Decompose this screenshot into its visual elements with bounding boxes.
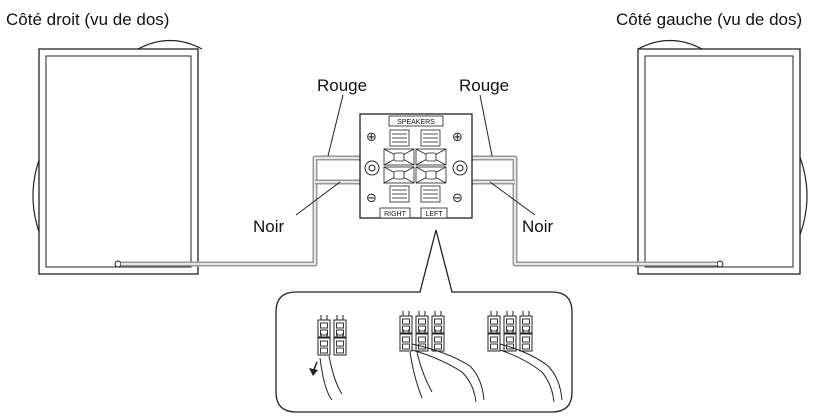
right-channel-label: RIGHT <box>384 211 407 218</box>
left-speaker <box>637 40 808 275</box>
minus-symbol-right: ⊖ <box>452 190 463 205</box>
noir-label-right: Noir <box>522 217 554 236</box>
leader-lines <box>295 94 536 216</box>
right-label-box <box>379 207 411 219</box>
speaker-terminal <box>114 260 122 268</box>
minus-symbol-left: ⊖ <box>366 190 377 205</box>
left-side-caption: Côté gauche (vu de dos) <box>616 10 803 29</box>
speakers-label-box <box>388 115 444 127</box>
left-label-box <box>420 207 448 219</box>
detail-step-2 <box>399 310 485 403</box>
speaker-top-curve <box>637 40 703 50</box>
speaker-back-outer <box>38 48 199 275</box>
speaker-side-curve <box>797 151 808 241</box>
speakers-label: SPEAKERS <box>397 119 435 126</box>
press-arrow-head <box>309 368 318 376</box>
speaker-back-outer <box>637 48 801 275</box>
screw-left <box>364 160 380 176</box>
right-side-caption: Côté droit (vu de dos) <box>6 10 170 29</box>
speaker-terminal-panel: SPEAKERS ⊕ ⊕ ⊖ ⊖ <box>359 113 473 219</box>
detail-step-3 <box>487 310 563 403</box>
plus-symbol-left: ⊕ <box>366 129 377 144</box>
noir-label-left: Noir <box>253 217 285 236</box>
right-speaker <box>32 40 203 275</box>
speaker-terminal <box>716 260 724 268</box>
rouge-label-right: Rouge <box>459 76 510 95</box>
screw-right <box>452 160 468 176</box>
left-channel-label: LEFT <box>425 211 443 218</box>
detail-step-1 <box>309 314 347 401</box>
speaker-top-curve <box>137 40 203 50</box>
plus-symbol-right: ⊕ <box>452 129 463 144</box>
rouge-label-left: Rouge <box>317 76 368 95</box>
terminal-slots <box>383 129 447 203</box>
